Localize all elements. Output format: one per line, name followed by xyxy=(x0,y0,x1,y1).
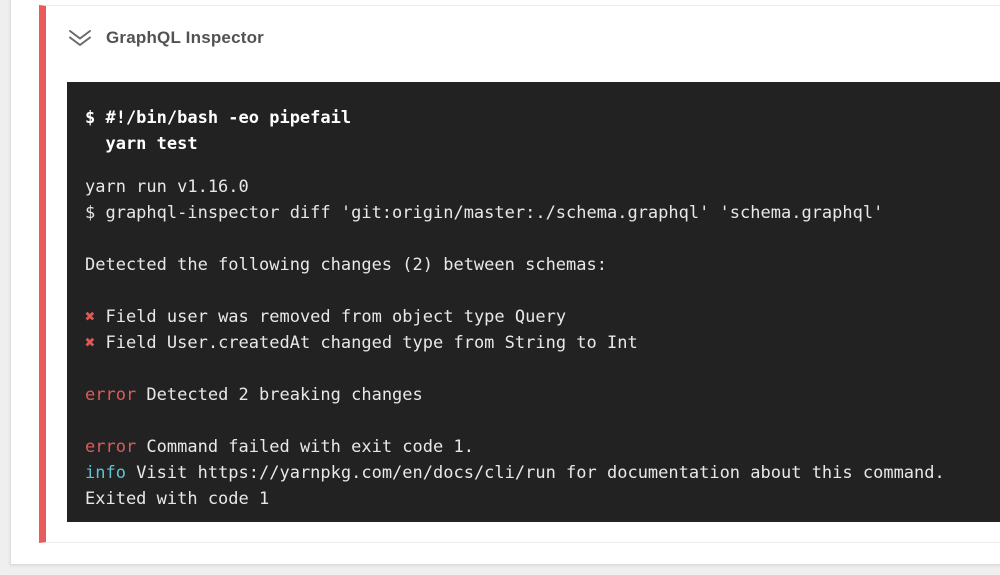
terminal-text-segment: ✖ xyxy=(85,333,96,353)
terminal-text-segment: Detected the following changes (2) betwe… xyxy=(85,255,607,275)
terminal-output: $ #!/bin/bash -eo pipefail yarn test yarn… xyxy=(67,82,1000,522)
step-title: GraphQL Inspector xyxy=(106,28,265,47)
terminal-text-segment: error xyxy=(85,385,137,405)
terminal-line: Detected the following changes (2) betwe… xyxy=(85,252,1000,278)
terminal-blank-line xyxy=(85,356,1000,382)
terminal-text-segment: Exited with code 1 xyxy=(85,489,270,509)
terminal-blank-line xyxy=(85,278,1000,304)
terminal-line: info Visit https://yarnpkg.com/en/docs/c… xyxy=(85,460,1000,486)
terminal-text-segment: Field User.createdAt changed type from S… xyxy=(95,333,638,353)
terminal-line: Exited with code 1 xyxy=(85,486,1000,512)
terminal-text-segment: yarn run v1.16.0 xyxy=(85,177,249,197)
build-step-card: GraphQL Inspector $ #!/bin/bash -eo pipe… xyxy=(10,0,1000,565)
terminal-line: yarn run v1.16.0 xyxy=(85,174,1000,200)
terminal-line: $ #!/bin/bash -eo pipefail xyxy=(85,105,1000,131)
terminal-line: ✖ Field user was removed from object typ… xyxy=(85,304,1000,330)
terminal-text-segment: Command failed with exit code 1. xyxy=(136,437,474,457)
terminal-text-segment: ✖ xyxy=(85,307,96,327)
terminal-line: error Command failed with exit code 1. xyxy=(85,434,1000,460)
terminal-text-segment: yarn test xyxy=(85,134,198,154)
terminal-text-segment: info xyxy=(85,463,126,483)
terminal-line: ✖ Field User.createdAt changed type from… xyxy=(85,330,1000,356)
terminal-blank-line xyxy=(85,408,1000,434)
terminal-line: error Detected 2 breaking changes xyxy=(85,382,1000,408)
terminal-blank-line xyxy=(85,157,1000,174)
terminal-blank-line xyxy=(85,226,1000,252)
step-header[interactable]: GraphQL Inspector xyxy=(67,28,264,48)
terminal-text-segment: Field user was removed from object type … xyxy=(95,307,567,327)
terminal-text-segment: $ graphql-inspector diff 'git:origin/mas… xyxy=(85,203,884,223)
terminal-text-segment: Visit https://yarnpkg.com/en/docs/cli/ru… xyxy=(125,463,945,483)
failed-step-section: GraphQL Inspector $ #!/bin/bash -eo pipe… xyxy=(39,5,1000,543)
terminal-line: yarn test xyxy=(85,131,1000,157)
terminal-text-segment: error xyxy=(85,437,137,457)
terminal-text-segment: Detected 2 breaking changes xyxy=(136,385,423,405)
terminal-text-segment: $ #!/bin/bash -eo pipefail xyxy=(85,108,352,128)
terminal-line: $ graphql-inspector diff 'git:origin/mas… xyxy=(85,200,1000,226)
double-chevron-down-icon[interactable] xyxy=(67,28,93,48)
